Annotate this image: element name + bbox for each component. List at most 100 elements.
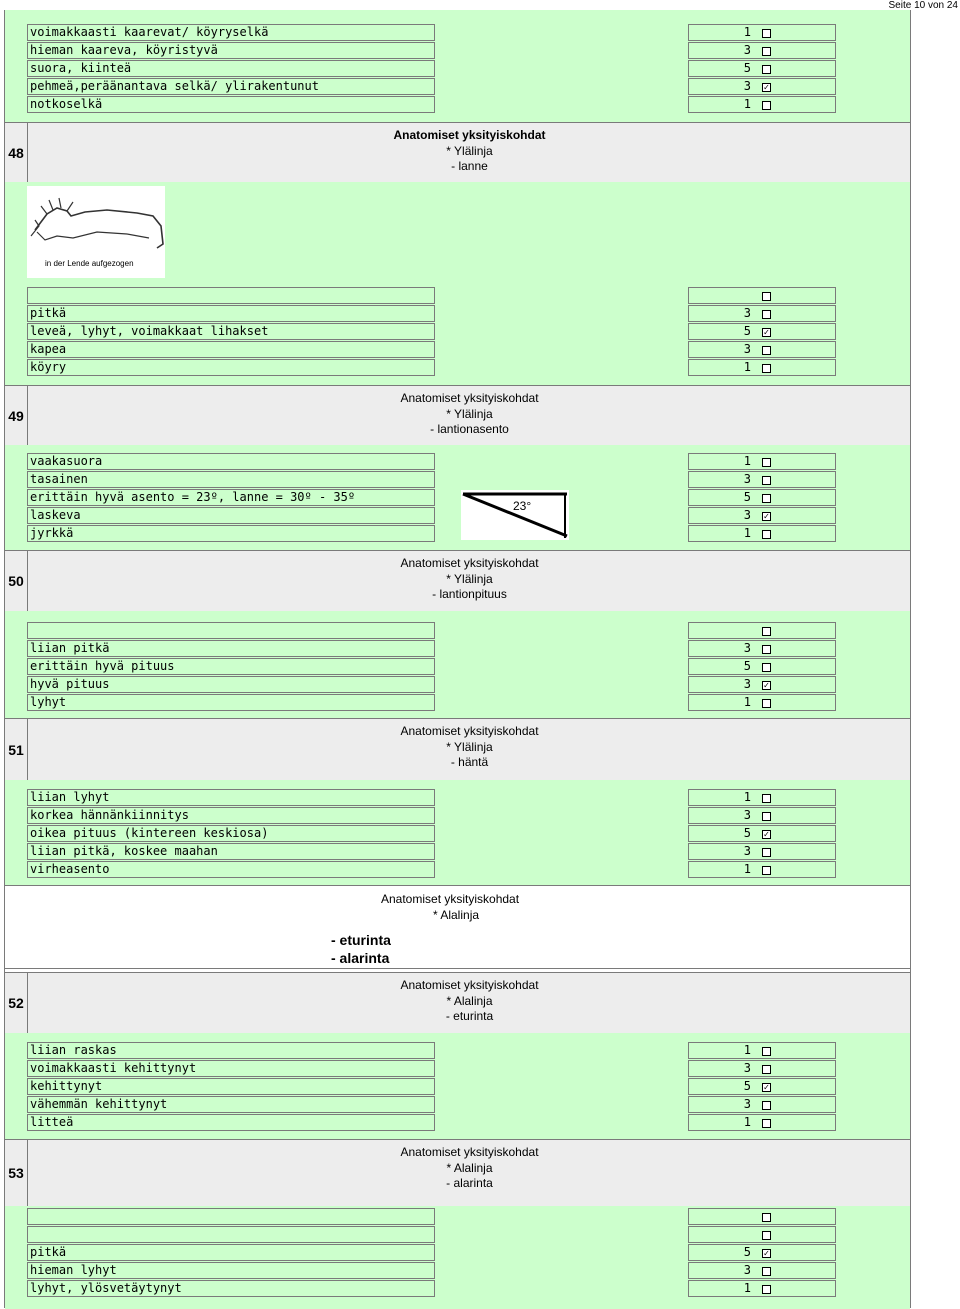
option-label: kapea bbox=[27, 341, 435, 358]
section-number: 49 bbox=[5, 386, 28, 445]
title-line: - lantionasento bbox=[430, 422, 509, 436]
section-title: Anatomiset yksityiskohdat * Ylälinja - l… bbox=[5, 556, 910, 603]
option-label: hyvä pituus bbox=[27, 676, 435, 693]
checkbox-checked[interactable]: ✓ bbox=[762, 830, 771, 839]
checkbox[interactable] bbox=[762, 101, 771, 110]
option-choice: 3 bbox=[688, 640, 836, 657]
checkbox[interactable] bbox=[762, 1213, 771, 1222]
checkbox[interactable] bbox=[762, 1267, 771, 1276]
option-choice: 3 bbox=[688, 305, 836, 322]
checkbox[interactable] bbox=[762, 1065, 771, 1074]
option-choice: 3 bbox=[688, 42, 836, 59]
checkbox[interactable] bbox=[762, 65, 771, 74]
option-choice: 1 bbox=[688, 789, 836, 806]
checkbox[interactable] bbox=[762, 458, 771, 467]
title-line: Anatomiset yksityiskohdat bbox=[400, 556, 539, 570]
option-label: leveä, lyhyt, voimakkaat lihakset bbox=[27, 323, 435, 340]
back-sketch-icon: in der Lende aufgezogen bbox=[30, 197, 164, 268]
option-label bbox=[27, 287, 435, 304]
option-label: pitkä bbox=[27, 1244, 435, 1261]
option-label: liian lyhyt bbox=[27, 789, 435, 806]
alalinja-intro: Anatomiset yksityiskohdat * Alalinja - e… bbox=[5, 885, 910, 969]
option-points: 3 bbox=[743, 808, 751, 822]
alalinja-item: - eturinta bbox=[331, 932, 391, 948]
checkbox[interactable] bbox=[762, 29, 771, 38]
checkbox[interactable] bbox=[762, 627, 771, 636]
option-choice: 1 bbox=[688, 1280, 836, 1297]
option-points: 5 bbox=[743, 490, 751, 504]
option-choice: 1 bbox=[688, 525, 836, 542]
section-53-header: 53 Anatomiset yksityiskohdat * Alalinja … bbox=[5, 1139, 910, 1206]
checkbox-checked[interactable]: ✓ bbox=[762, 512, 771, 521]
option-points: 1 bbox=[743, 862, 751, 876]
option-choice: 1 bbox=[688, 359, 836, 376]
option-choice: 3 bbox=[688, 807, 836, 824]
title-line: * Alalinja bbox=[433, 907, 480, 922]
title-line: Anatomiset yksityiskohdat bbox=[393, 128, 546, 142]
option-label: lyhyt bbox=[27, 694, 435, 711]
option-choice: 3 bbox=[688, 1262, 836, 1279]
angle-illustration: 23° bbox=[461, 490, 569, 540]
checkbox-checked[interactable]: ✓ bbox=[762, 1083, 771, 1092]
option-label: korkea hännänkiinnitys bbox=[27, 807, 435, 824]
option-label: vähemmän kehittynyt bbox=[27, 1096, 435, 1113]
checkbox[interactable] bbox=[762, 494, 771, 503]
option-points: 1 bbox=[743, 97, 751, 111]
checkbox[interactable] bbox=[762, 476, 771, 485]
alalinja-items: - eturinta - alarinta bbox=[331, 931, 391, 967]
option-points: 3 bbox=[743, 677, 751, 691]
option-label: suora, kiinteä bbox=[27, 60, 435, 77]
checkbox-checked[interactable]: ✓ bbox=[762, 681, 771, 690]
checkbox[interactable] bbox=[762, 663, 771, 672]
option-label bbox=[27, 622, 435, 639]
option-label bbox=[27, 1208, 435, 1225]
checkbox[interactable] bbox=[762, 699, 771, 708]
title-line: * Ylälinja bbox=[446, 143, 493, 158]
option-choice: 1 bbox=[688, 24, 836, 41]
option-label: voimakkaasti kehittynyt bbox=[27, 1060, 435, 1077]
title-line: - lantionpituus bbox=[432, 587, 507, 601]
option-label: erittäin hyvä pituus bbox=[27, 658, 435, 675]
option-points: 1 bbox=[743, 25, 751, 39]
checkbox[interactable] bbox=[762, 794, 771, 803]
option-choice: 5 bbox=[688, 60, 836, 77]
checkbox[interactable] bbox=[762, 866, 771, 875]
checkbox[interactable] bbox=[762, 1231, 771, 1240]
option-label: oikea pituus (kintereen keskiosa) bbox=[27, 825, 435, 842]
option-choice: 5 bbox=[688, 658, 836, 675]
section-52-header: 52 Anatomiset yksityiskohdat * Alalinja … bbox=[5, 972, 910, 1033]
section-number: 53 bbox=[5, 1140, 28, 1206]
angle-label: 23° bbox=[513, 499, 531, 513]
checkbox[interactable] bbox=[762, 47, 771, 56]
checkbox[interactable] bbox=[762, 530, 771, 539]
option-choice: 3 bbox=[688, 341, 836, 358]
option-points: 1 bbox=[743, 526, 751, 540]
title-line: Anatomiset yksityiskohdat bbox=[400, 1145, 539, 1159]
title-line: Anatomiset yksityiskohdat bbox=[400, 391, 539, 405]
option-points: 3 bbox=[743, 472, 751, 486]
checkbox-checked[interactable]: ✓ bbox=[762, 83, 771, 92]
checkbox[interactable] bbox=[762, 848, 771, 857]
option-points: 1 bbox=[743, 790, 751, 804]
checkbox[interactable] bbox=[762, 1119, 771, 1128]
checkbox-checked[interactable]: ✓ bbox=[762, 1249, 771, 1258]
option-points: 3 bbox=[743, 43, 751, 57]
checkbox[interactable] bbox=[762, 310, 771, 319]
checkbox[interactable] bbox=[762, 645, 771, 654]
checkbox[interactable] bbox=[762, 364, 771, 373]
checkbox[interactable] bbox=[762, 292, 771, 301]
option-points: 3 bbox=[743, 508, 751, 522]
checkbox[interactable] bbox=[762, 812, 771, 821]
checkbox-checked[interactable]: ✓ bbox=[762, 328, 771, 337]
section-number: 48 bbox=[5, 123, 28, 182]
section-48-header: 48 Anatomiset yksityiskohdat * Ylälinja … bbox=[5, 122, 910, 182]
option-label: köyry bbox=[27, 359, 435, 376]
option-points: 5 bbox=[743, 659, 751, 673]
checkbox[interactable] bbox=[762, 1101, 771, 1110]
checkbox[interactable] bbox=[762, 1285, 771, 1294]
option-points: 5 bbox=[743, 324, 751, 338]
checkbox[interactable] bbox=[762, 346, 771, 355]
checkbox[interactable] bbox=[762, 1047, 771, 1056]
title-line: * Alalinja bbox=[446, 1160, 493, 1175]
title-line: * Alalinja bbox=[446, 993, 493, 1008]
